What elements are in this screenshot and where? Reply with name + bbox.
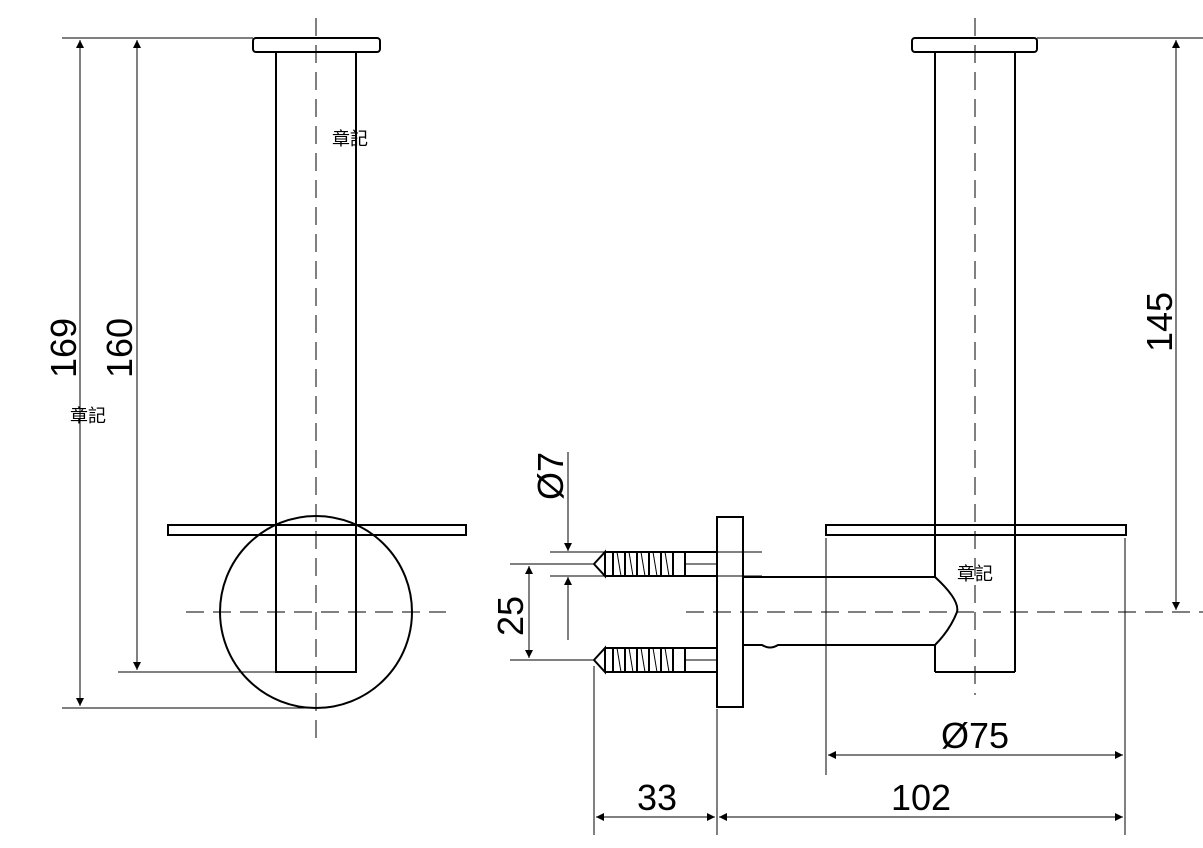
side-view: Ø7 25 145 Ø75 33 102 章記 [490, 18, 1203, 835]
dim-label-diameter-7: Ø7 [530, 452, 571, 500]
dim-label-145: 145 [1139, 292, 1180, 352]
dim-label-169: 169 [43, 318, 84, 378]
dim-label-diameter-75: Ø75 [941, 715, 1009, 756]
side-joint-curve [934, 576, 959, 646]
dim-label-160: 160 [99, 318, 140, 378]
stamp-mark-3: 章記 [957, 564, 993, 585]
side-plate [825, 524, 1127, 536]
dim-label-102: 102 [891, 777, 951, 818]
upper-screw-anchor [592, 549, 717, 579]
stamp-mark-1: 章記 [332, 129, 368, 150]
stamp-mark-2: 章記 [70, 406, 106, 427]
side-arm-bottom [743, 644, 935, 649]
dim-label-25: 25 [490, 596, 531, 636]
front-view: 169 160 章記 章記 [43, 18, 467, 742]
front-plate [167, 524, 467, 536]
dim-label-33: 33 [637, 777, 677, 818]
lower-screw-anchor [592, 645, 717, 675]
